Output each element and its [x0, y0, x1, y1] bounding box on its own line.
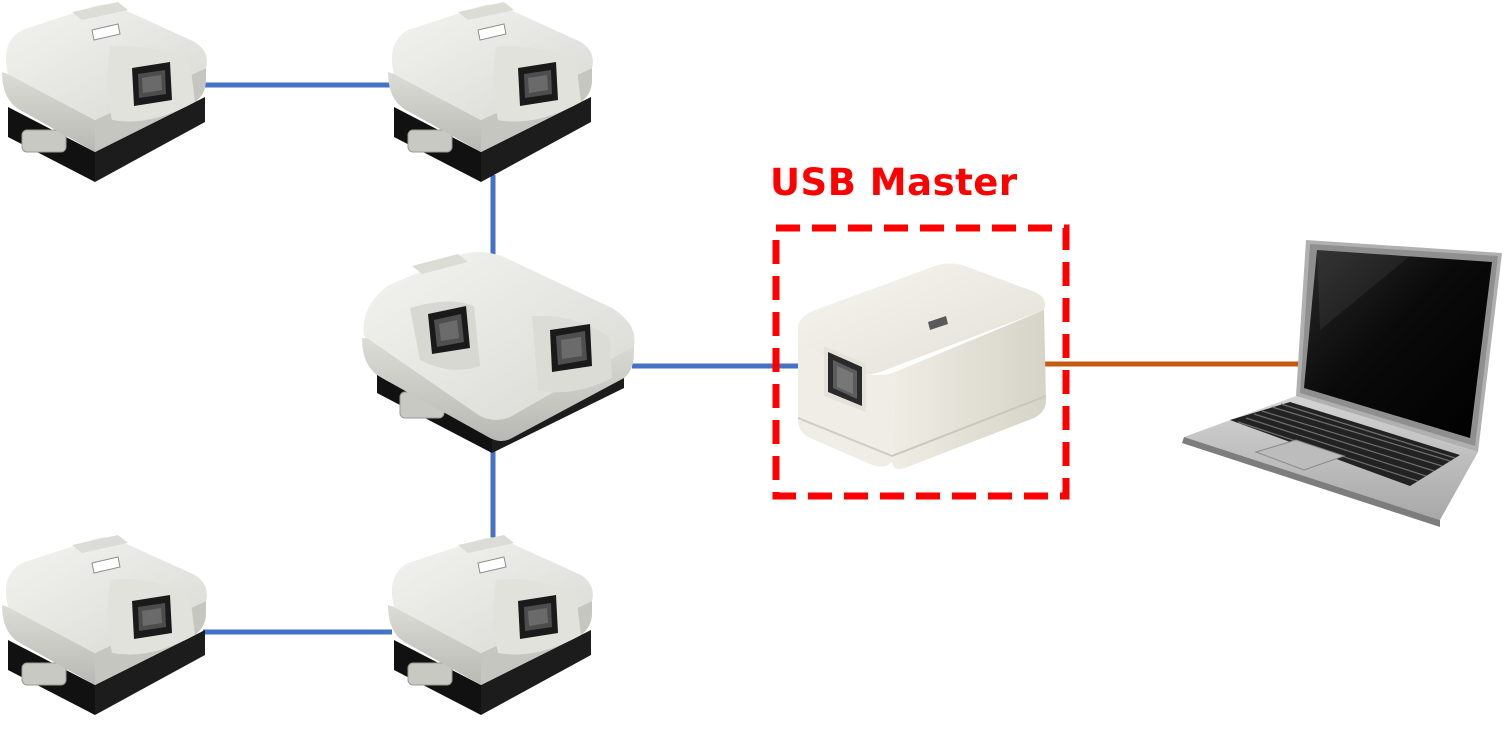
- module-top-left: [1, 1, 208, 183]
- module-bottom-right: [387, 534, 594, 716]
- network-module-icon: [1, 1, 208, 183]
- network-module-icon: [1, 534, 208, 716]
- module-top-right: [387, 1, 594, 183]
- usb-master-highlight-box: [772, 224, 1070, 500]
- network-module-icon: [387, 1, 594, 183]
- usb-master-label: USB Master: [770, 161, 1018, 204]
- rj-port-icon: [824, 346, 866, 412]
- module-bottom-left: [1, 534, 208, 716]
- usb-master-icon: [797, 263, 1047, 470]
- usb-master-device: [772, 224, 1070, 500]
- laptop: [1182, 240, 1502, 527]
- hub-module: [361, 251, 636, 454]
- laptop-icon: [1182, 240, 1502, 527]
- bus-cables: [200, 82, 800, 635]
- hub-module-icon: [361, 251, 636, 454]
- network-module-icon: [387, 534, 594, 716]
